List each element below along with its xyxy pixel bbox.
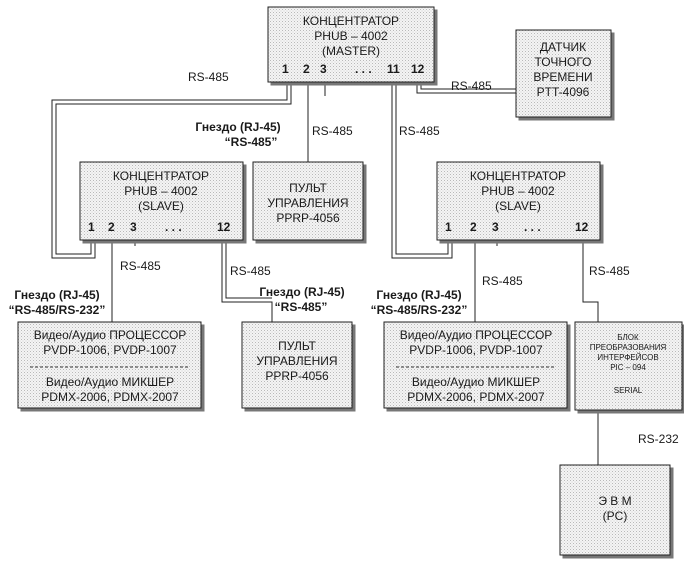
master-hub-title: КОНЦЕНТРАТОР <box>303 14 399 28</box>
processor-left-line2: PVDP-1006, PVDP-1007 <box>43 343 177 357</box>
slave-left-port-dots: . . . <box>165 220 182 234</box>
slave-left-port-12: 12 <box>217 220 231 234</box>
slave-right-port-3: 3 <box>492 220 499 234</box>
time-sensor-line1: ДАТЧИК <box>540 40 586 54</box>
slave-right-title: КОНЦЕНТРАТОР <box>470 169 566 183</box>
computer <box>559 464 671 556</box>
computer-line2: (PC) <box>603 509 628 523</box>
master-port-12: 12 <box>411 62 425 76</box>
time-sensor-model: PTT-4096 <box>537 85 590 99</box>
control-panel-center <box>252 161 364 241</box>
socket-left-panel-type: “RS-485” <box>275 300 328 314</box>
slave-left-port-3: 3 <box>130 220 137 234</box>
label-rs485-converter: RS-485 <box>589 264 630 278</box>
panel-left-line2: УПРАВЛЕНИЯ <box>256 354 337 368</box>
converter-line3: ИНТЕРФЕЙСОВ <box>597 353 658 362</box>
processor-left-line3: Видео/Аудио МИКШЕР <box>46 375 174 389</box>
converter <box>574 321 683 411</box>
slave-left-title: КОНЦЕНТРАТОР <box>113 169 209 183</box>
label-rs485-master-right: RS-485 <box>399 124 440 138</box>
socket-master-title: Гнездо (RJ-45) <box>195 120 280 134</box>
panel-left-model: PPRP-4056 <box>265 369 329 383</box>
processor-left-line1: Видео/Аудио ПРОЦЕССОР <box>34 328 187 342</box>
socket-left-panel-title: Гнездо (RJ-45) <box>259 285 344 299</box>
label-rs485-left-panel: RS-485 <box>230 264 271 278</box>
link-master-to-slave-right <box>391 82 453 259</box>
slave-right-port-dots: . . . <box>524 220 541 234</box>
socket-master-type: “RS-485” <box>225 135 278 149</box>
socket-left-proc-title: Гнездо (RJ-45) <box>14 288 99 302</box>
slave-hub-left <box>79 161 244 241</box>
master-hub-model: PHUB – 4002 <box>314 29 388 43</box>
master-hub-role: (MASTER) <box>322 44 380 58</box>
label-rs485-master-left: RS-485 <box>188 70 229 84</box>
label-rs485-right-processor: RS-485 <box>482 274 523 288</box>
slave-left-port-2: 2 <box>108 220 115 234</box>
converter-model: PIC – 094 <box>610 363 646 372</box>
processor-right-line1: Видео/Аудио ПРОЦЕССОР <box>400 328 553 342</box>
master-hub-text: КОНЦЕНТРАТОР PHUB – 4002 (MASTER) <box>303 14 399 58</box>
time-sensor <box>515 29 612 118</box>
processor-right-line4: PDMX-2006, PDMX-2007 <box>407 390 545 404</box>
processor-right <box>383 321 568 409</box>
converter-serial: SERIAL <box>614 386 643 395</box>
label-rs485-master-panel: RS-485 <box>312 124 353 138</box>
slave-right-port-12: 12 <box>575 220 589 234</box>
panel-center-line1: ПУЛЬТ <box>289 181 327 195</box>
computer-line1: Э В М <box>598 494 631 508</box>
control-panel-left <box>241 321 353 409</box>
slave-left-port-1: 1 <box>88 220 95 234</box>
processor-left <box>17 321 202 409</box>
slave-right-port-2: 2 <box>470 220 477 234</box>
master-port-1: 1 <box>282 62 289 76</box>
label-rs232-computer: RS-232 <box>638 432 679 446</box>
label-rs485-time-sensor: RS-485 <box>451 79 492 93</box>
processor-right-line2: PVDP-1006, PVDP-1007 <box>409 343 543 357</box>
label-rs485-left-processor: RS-485 <box>120 259 161 273</box>
link-slave-right-to-converter <box>582 240 599 322</box>
master-port-dots: . . . <box>355 62 372 76</box>
link-slave-left-to-panel <box>221 240 273 322</box>
slave-left-role: (SLAVE) <box>138 199 184 213</box>
slave-right-model: PHUB – 4002 <box>481 184 555 198</box>
time-sensor-line2: ТОЧНОГО <box>534 55 591 69</box>
processor-left-line4: PDMX-2006, PDMX-2007 <box>41 390 179 404</box>
socket-right-proc-type: “RS-485/RS-232” <box>371 303 468 317</box>
socket-left-proc-type: “RS-485/RS-232” <box>9 303 106 317</box>
master-port-11: 11 <box>387 62 400 76</box>
panel-center-model: PPRP-4056 <box>276 211 340 225</box>
slave-right-role: (SLAVE) <box>495 199 541 213</box>
slave-left-model: PHUB – 4002 <box>124 184 198 198</box>
converter-line2: ПРЕОБРАЗОВАНИЯ <box>590 343 667 352</box>
time-sensor-line3: ВРЕМЕНИ <box>533 70 592 84</box>
socket-right-proc-title: Гнездо (RJ-45) <box>376 288 461 302</box>
master-port-3: 3 <box>320 62 327 76</box>
processor-right-line3: Видео/Аудио МИКШЕР <box>412 375 540 389</box>
master-port-2: 2 <box>303 62 310 76</box>
slave-hub-right <box>436 161 601 241</box>
master-hub <box>267 6 435 83</box>
panel-center-line2: УПРАВЛЕНИЯ <box>267 196 348 210</box>
link-master-to-time-sensor <box>416 82 516 94</box>
panel-left-line1: ПУЛЬТ <box>278 339 316 353</box>
slave-right-port-1: 1 <box>445 220 452 234</box>
link-master-to-slave-left <box>51 82 288 259</box>
converter-line1: БЛОК <box>617 333 639 342</box>
